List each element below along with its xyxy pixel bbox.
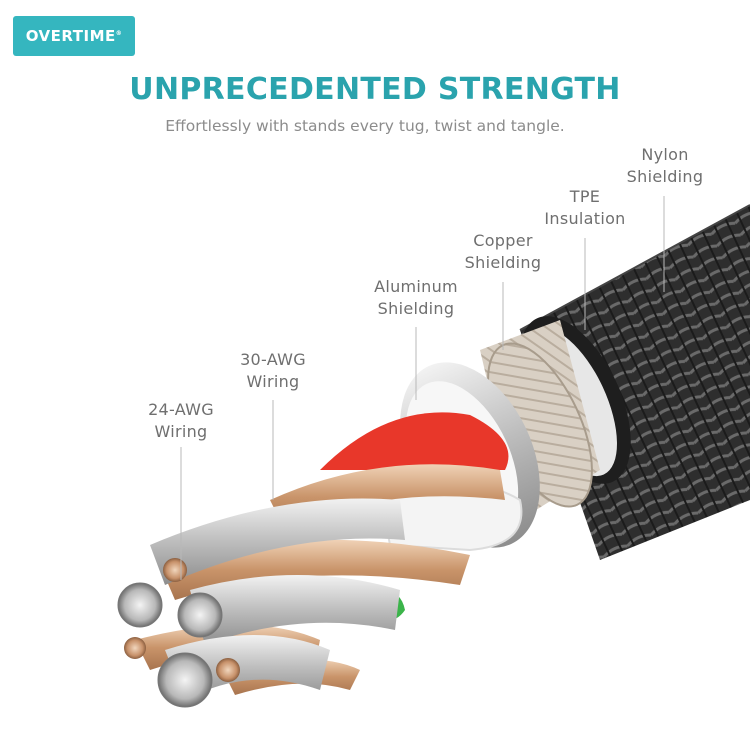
wire-end-caps: [117, 558, 240, 708]
logo-text: OVERTIME®: [25, 27, 123, 45]
overtime-logo: OVERTIME®: [13, 16, 135, 56]
callout-leader-lines: [180, 196, 665, 580]
subheadline: Effortlessly with stands every tug, twis…: [165, 117, 565, 135]
headline: UNPRECEDENTED STRENGTH: [129, 72, 621, 107]
red-core-wire: [320, 412, 509, 470]
